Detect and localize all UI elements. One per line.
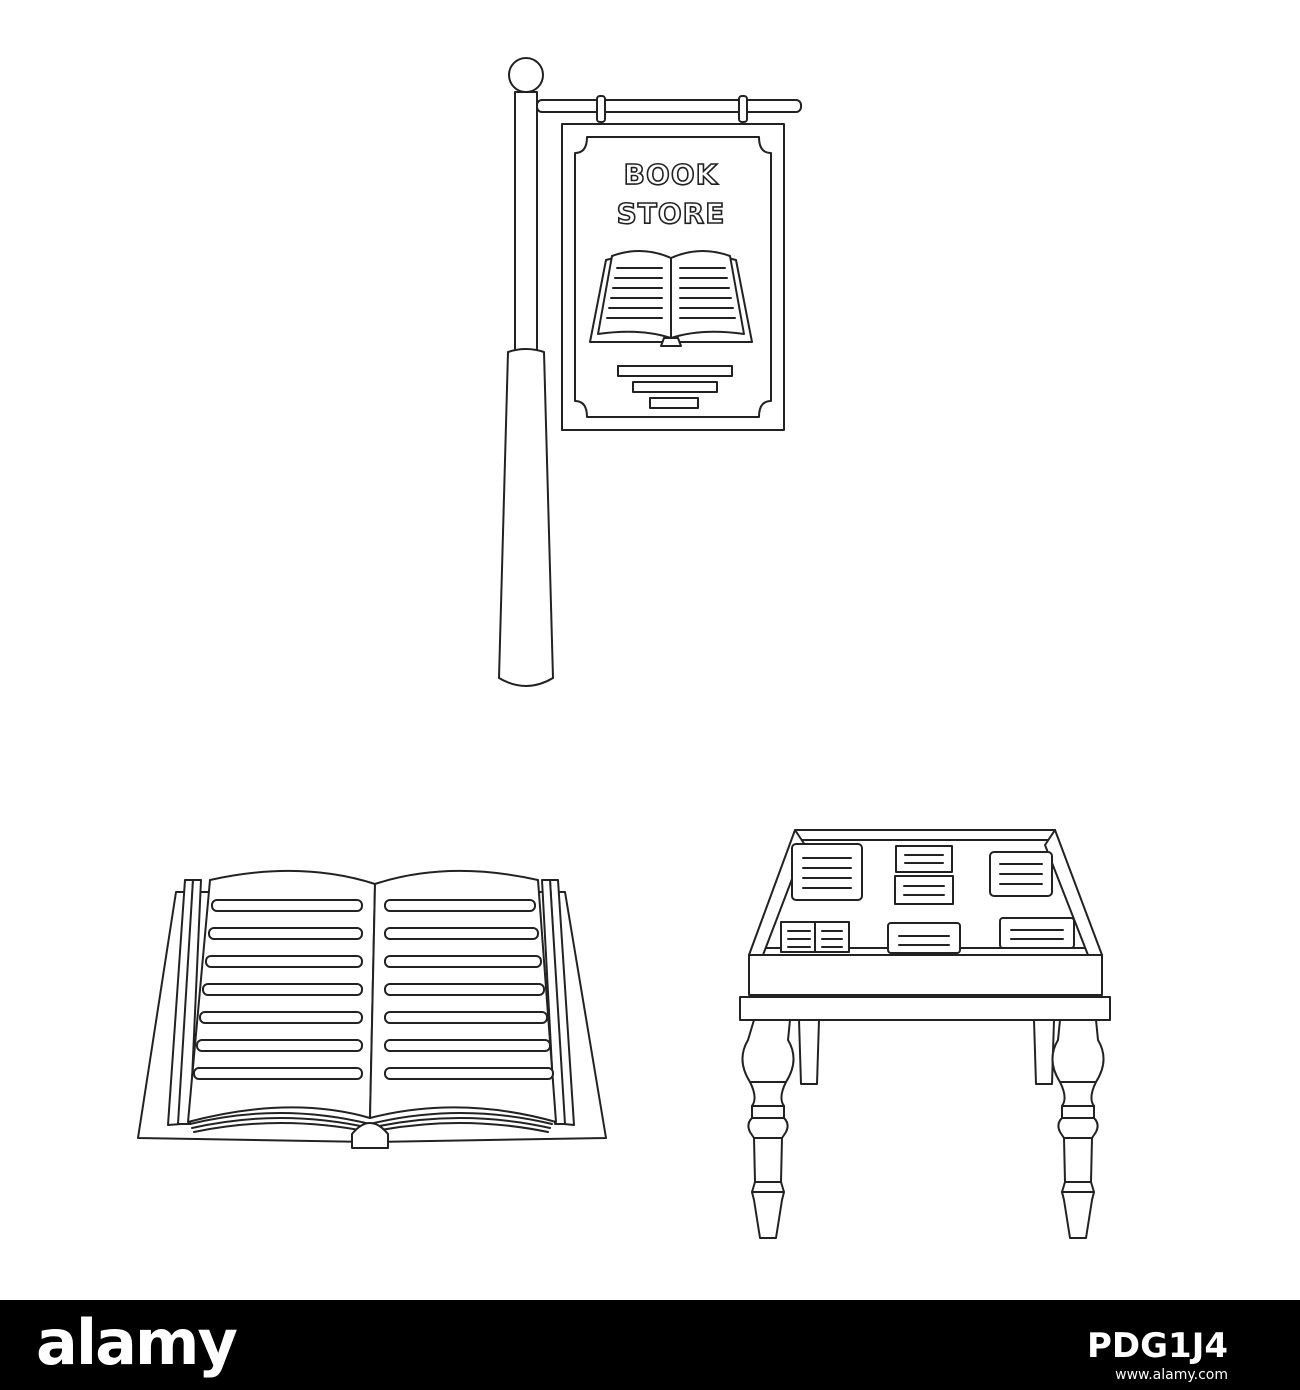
sign-text-line1: BOOK xyxy=(624,158,719,191)
sign-pole xyxy=(498,57,554,687)
sign-text-line2: STORE xyxy=(617,197,726,230)
case-front-rim xyxy=(748,954,1103,996)
sign-bar xyxy=(617,365,733,377)
book-bookmark xyxy=(351,1122,389,1149)
image-id: PDG1J4 xyxy=(1086,1326,1228,1366)
illustration: BOOK STORE xyxy=(137,57,1111,1239)
sign-hook xyxy=(596,95,606,123)
site-url: www.alamy.com xyxy=(1115,1367,1228,1383)
alamy-logo: alamy xyxy=(36,1306,238,1379)
book-text-lines-left xyxy=(193,899,363,1080)
sign-arm xyxy=(536,99,802,113)
bookstore-sign-icon: BOOK STORE xyxy=(498,57,802,687)
watermark-footer: alamy PDG1J4 www.alamy.com xyxy=(0,1300,1300,1390)
sign-inner-frame xyxy=(574,136,772,418)
table-leg-left xyxy=(741,1019,795,1239)
table-top xyxy=(739,996,1111,1021)
sign-book-icon xyxy=(589,250,753,347)
book-display-table-icon xyxy=(739,829,1111,1239)
sign-bar xyxy=(649,397,699,409)
book-text-lines-right xyxy=(384,899,554,1080)
table-leg-right xyxy=(1051,1019,1105,1239)
sign-bar xyxy=(632,381,718,393)
case-items xyxy=(780,843,1075,954)
sign-hook xyxy=(738,95,748,123)
open-book-icon xyxy=(137,869,607,1149)
